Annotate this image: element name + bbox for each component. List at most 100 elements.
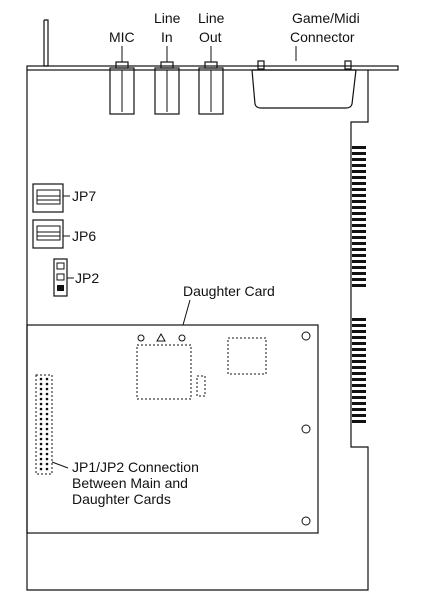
header-pin	[45, 412, 49, 416]
edge-finger	[352, 330, 366, 333]
line-out-label-line2: Out	[199, 29, 222, 45]
jp2-label: JP2	[75, 270, 99, 286]
edge-finger	[352, 248, 366, 251]
header-pin	[39, 387, 43, 391]
header-pin	[45, 457, 49, 461]
game-midi-label-line1: Game/Midi	[292, 10, 360, 26]
edge-finger	[352, 182, 366, 185]
header-pin	[39, 407, 43, 411]
line-in-label-line1: Line	[154, 10, 181, 26]
jp6-header	[32, 219, 64, 249]
jp6-label: JP6	[72, 228, 96, 244]
header-pin	[39, 452, 43, 456]
header-pin	[45, 417, 49, 421]
edge-finger	[352, 324, 366, 327]
edge-finger	[352, 176, 366, 179]
header-pin	[39, 422, 43, 426]
edge-finger	[352, 284, 366, 287]
header-pin	[45, 427, 49, 431]
header-pin	[45, 387, 49, 391]
edge-finger	[352, 224, 366, 227]
header-pin	[39, 447, 43, 451]
edge-finger	[352, 164, 366, 167]
header-pin	[45, 402, 49, 406]
daughter-card-label: Daughter Card	[183, 283, 275, 299]
game-midi-label-line2: Connector	[290, 29, 355, 45]
edge-finger	[352, 206, 366, 209]
line-in-jack	[154, 61, 180, 115]
main-board-outline	[26, 70, 369, 591]
daughter-card	[26, 324, 319, 534]
header-pin	[45, 452, 49, 456]
edge-connector-top	[352, 146, 366, 287]
edge-finger	[352, 272, 366, 275]
header-pin	[39, 377, 43, 381]
header-pin	[39, 457, 43, 461]
edge-finger	[352, 420, 366, 423]
edge-finger	[352, 158, 366, 161]
jp1-jp2-label-line3: Daughter Cards	[72, 491, 171, 507]
edge-finger	[352, 170, 366, 173]
header-pin	[45, 382, 49, 386]
edge-finger	[352, 318, 366, 321]
edge-finger	[352, 242, 366, 245]
edge-finger	[352, 408, 366, 411]
jp1-jp2-label-line2: Between Main and	[72, 475, 188, 491]
mounting-bracket	[26, 19, 399, 71]
header-pin	[45, 437, 49, 441]
header-pin	[39, 417, 43, 421]
edge-finger	[352, 236, 366, 239]
header-pin	[45, 442, 49, 446]
header-pin	[39, 432, 43, 436]
header-pin	[45, 407, 49, 411]
jp7-label: JP7	[72, 188, 96, 204]
header-pin	[45, 392, 49, 396]
edge-finger	[352, 230, 366, 233]
header-pin	[39, 467, 43, 471]
edge-finger	[352, 414, 366, 417]
line-in-label-line2: In	[161, 29, 173, 45]
edge-finger	[352, 266, 366, 269]
header-pin	[45, 462, 49, 466]
edge-finger	[352, 396, 366, 399]
edge-finger	[352, 372, 366, 375]
header-pin	[39, 412, 43, 416]
jp1-jp2-label-line1: JP1/JP2 Connection	[72, 459, 199, 475]
header-pin	[45, 447, 49, 451]
header-pin	[39, 427, 43, 431]
edge-finger	[352, 342, 366, 345]
header-pin	[39, 402, 43, 406]
edge-finger	[352, 152, 366, 155]
edge-finger	[352, 354, 366, 357]
leader-lines	[51, 46, 297, 469]
header-pin	[45, 432, 49, 436]
edge-finger	[352, 218, 366, 221]
header-pin	[39, 462, 43, 466]
line-out-label-line1: Line	[198, 10, 225, 26]
jp2-jumper	[53, 258, 68, 297]
header-pin	[45, 397, 49, 401]
edge-connector-bottom	[352, 318, 366, 423]
header-pin	[39, 392, 43, 396]
edge-finger	[352, 384, 366, 387]
edge-finger	[352, 146, 366, 149]
edge-finger	[352, 378, 366, 381]
header-pin	[45, 377, 49, 381]
edge-finger	[352, 194, 366, 197]
edge-finger	[352, 390, 366, 393]
edge-finger	[352, 360, 366, 363]
jp1-jp2-pin-header	[35, 374, 53, 475]
edge-finger	[352, 212, 366, 215]
edge-finger	[352, 402, 366, 405]
edge-finger	[352, 366, 366, 369]
edge-finger	[352, 260, 366, 263]
header-pin	[39, 382, 43, 386]
jp7-header	[32, 183, 64, 213]
edge-finger	[352, 348, 366, 351]
edge-finger	[352, 188, 366, 191]
header-pin	[45, 422, 49, 426]
header-pin	[39, 442, 43, 446]
edge-finger	[352, 278, 366, 281]
